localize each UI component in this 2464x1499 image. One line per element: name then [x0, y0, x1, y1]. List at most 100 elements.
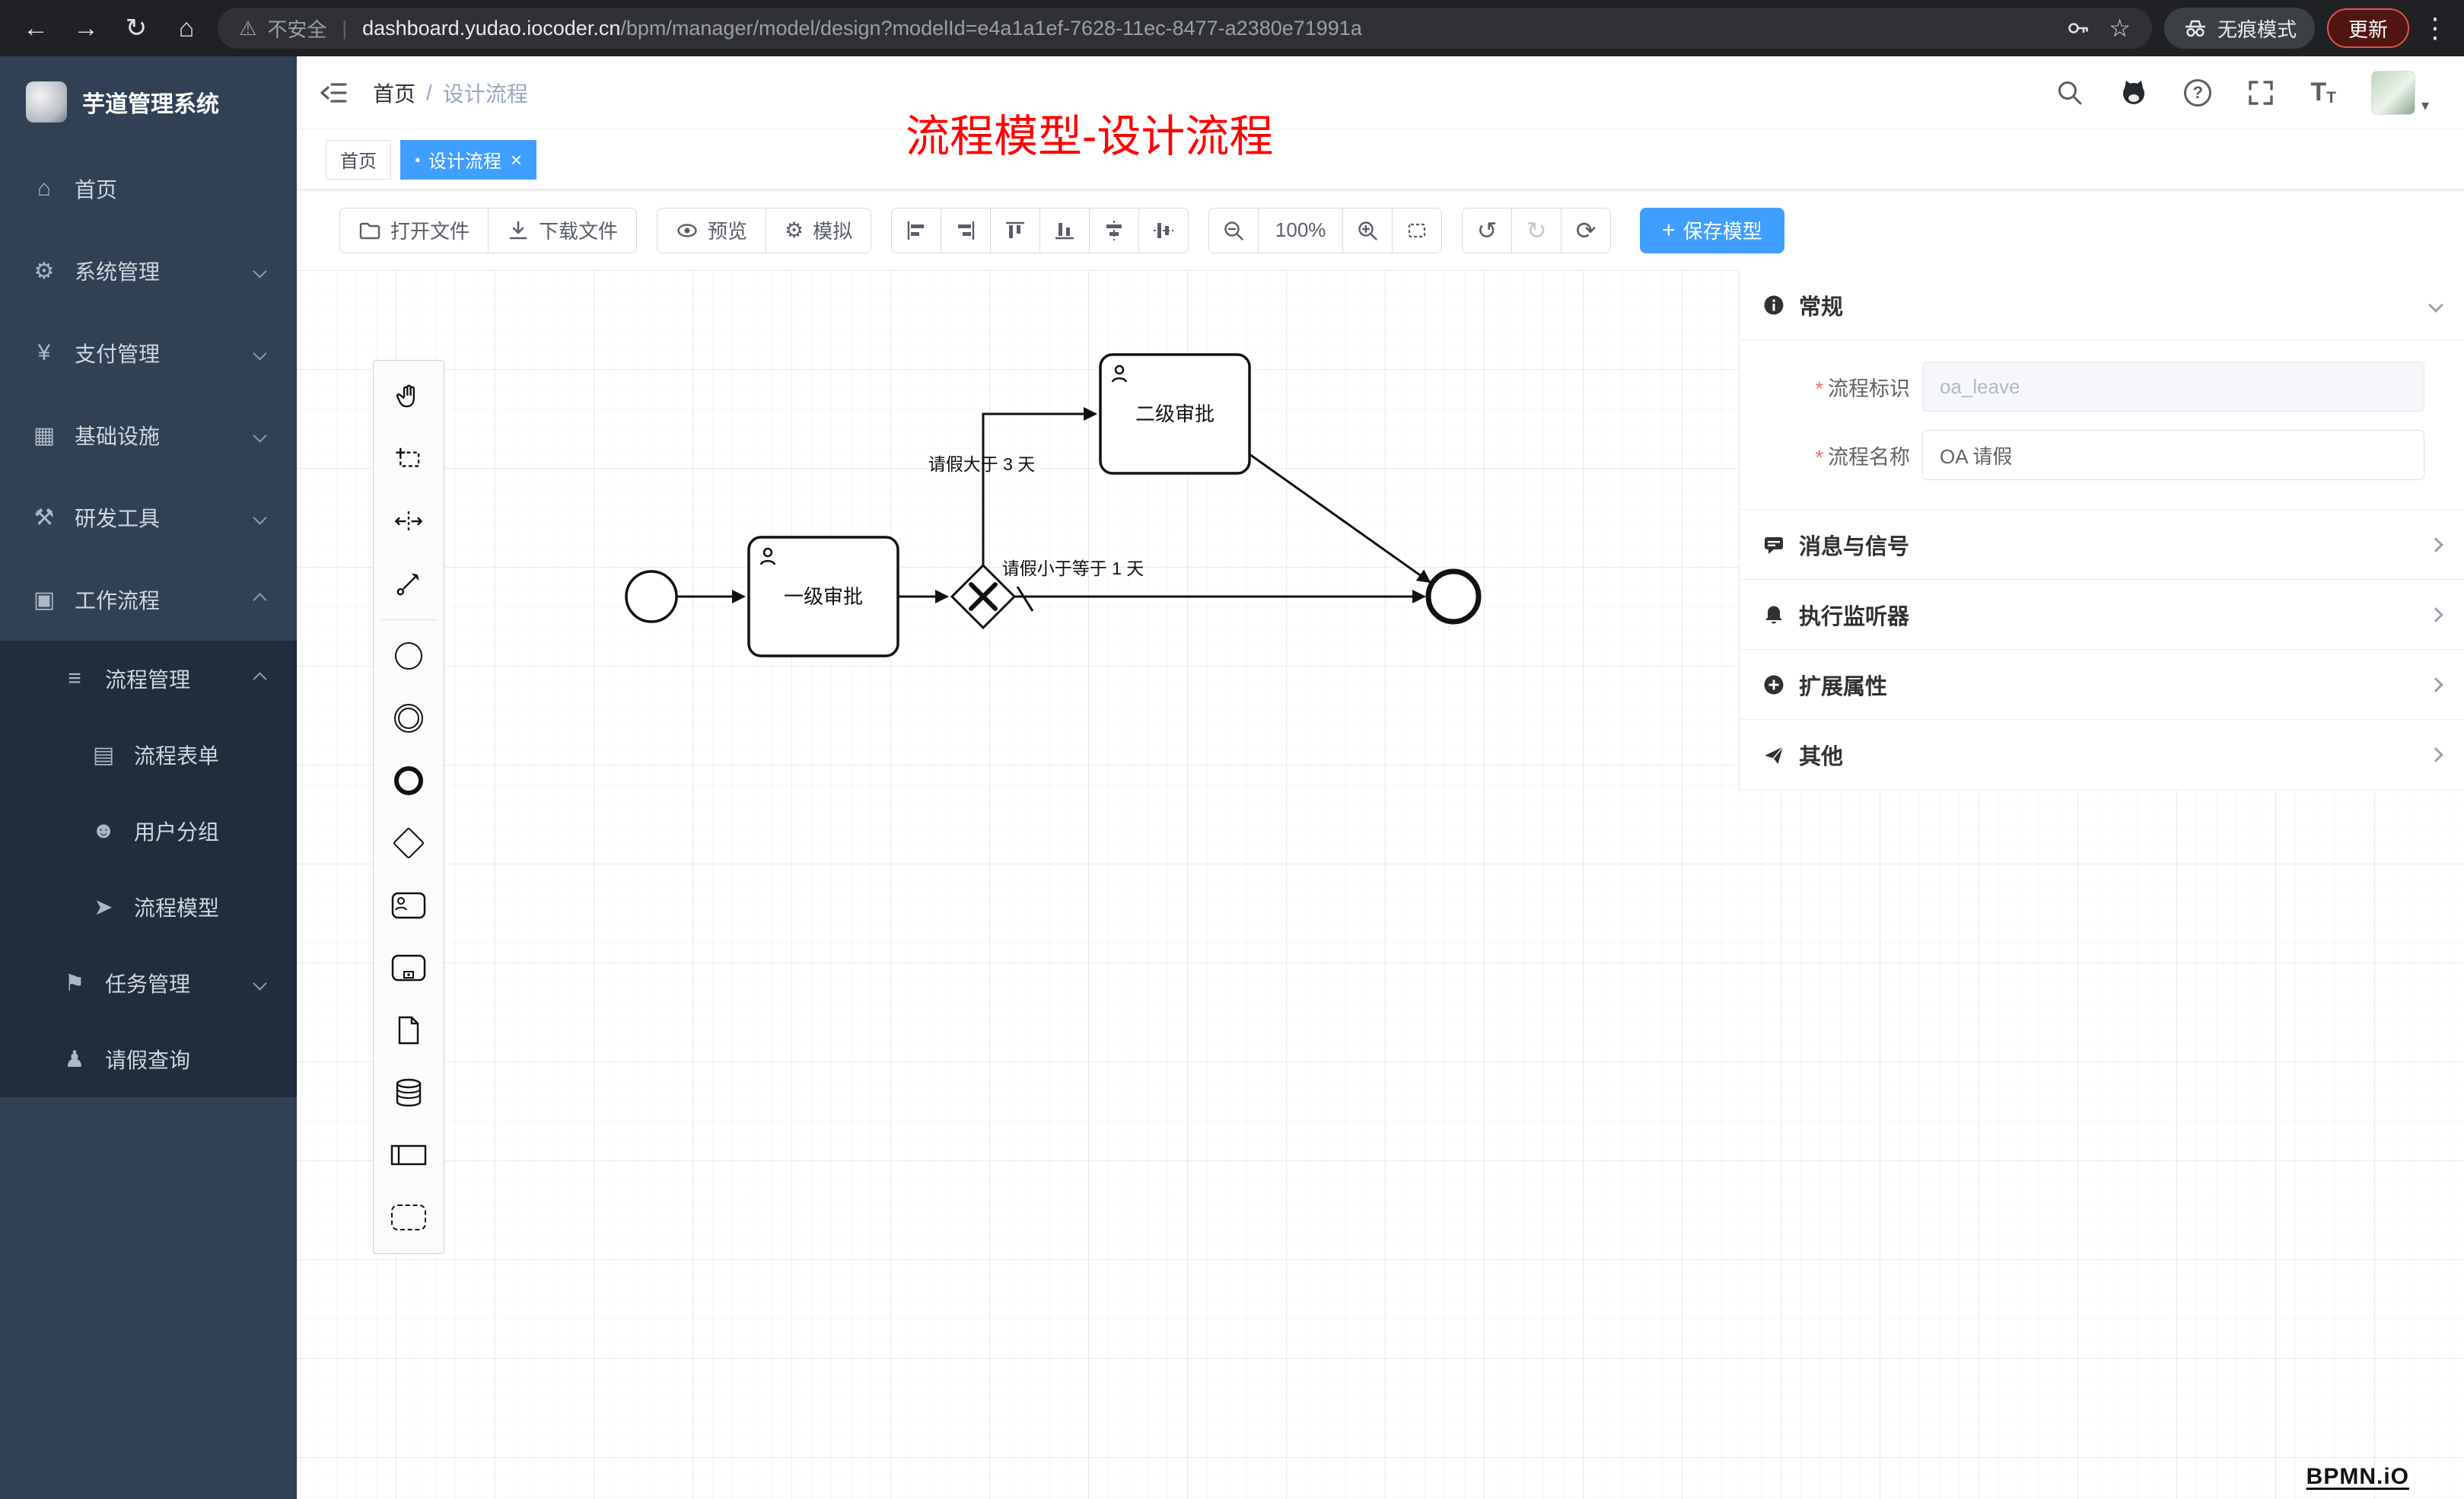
url-bar[interactable]: ⚠ 不安全 | dashboard.yudao.iocoder.cn/bpm/m… [218, 8, 2152, 49]
create-participant[interactable] [374, 1124, 444, 1186]
close-icon[interactable]: × [510, 148, 523, 171]
github-icon[interactable] [2119, 78, 2149, 108]
panel-section-extended-attributes[interactable]: 扩展属性 [1740, 650, 2464, 720]
subprocess-icon [391, 954, 426, 982]
end-event[interactable] [1425, 568, 1482, 625]
chevron-down-icon[interactable] [2428, 297, 2443, 313]
home-icon: ⌂ [37, 176, 52, 201]
lasso-tool[interactable] [374, 428, 444, 490]
sidebar-item-payment[interactable]: ¥ 支付管理 [0, 312, 297, 394]
connect-icon [396, 573, 419, 596]
create-start-event[interactable] [374, 625, 444, 687]
zoom-in-button[interactable] [1342, 207, 1393, 253]
start-event[interactable] [625, 570, 678, 623]
panel-section-general[interactable]: 常规 [1740, 270, 2464, 340]
flag-icon: ⚑ [64, 970, 85, 996]
align-bottom-button[interactable] [1039, 207, 1090, 253]
sidebar-item-leave-query[interactable]: ♟ 请假查询 [0, 1021, 297, 1097]
process-name-input[interactable] [1922, 430, 2424, 480]
align-center-horizontal-button[interactable] [1089, 207, 1140, 253]
flow-gateway-to-task2[interactable] [982, 407, 1097, 565]
undo-button[interactable]: ↺ [1462, 207, 1513, 253]
zoom-level[interactable]: 100% [1258, 207, 1344, 253]
hand-tool[interactable] [374, 365, 444, 428]
open-file-button[interactable]: 打开文件 [339, 207, 489, 253]
bpmn-canvas[interactable]: 一级审批 二级审批 请假大于 3 天 请假小于等于 1 天 [297, 270, 2464, 1499]
bookmark-star-icon[interactable]: ☆ [2109, 14, 2131, 42]
create-intermediate-event[interactable] [374, 687, 444, 750]
chevron-down-icon [253, 345, 267, 361]
sidebar-item-devtools[interactable]: ⚒ 研发工具 [0, 476, 297, 559]
align-top-button[interactable] [990, 207, 1041, 253]
sidebar-item-process-form[interactable]: ▤ 流程表单 [0, 717, 297, 793]
sidebar-item-home[interactable]: ⌂ 首页 [0, 148, 297, 230]
align-right-button[interactable] [941, 207, 992, 253]
reload-icon[interactable]: ↻ [125, 14, 148, 43]
redo-button[interactable]: ↻ [1511, 207, 1562, 253]
url-text[interactable]: dashboard.yudao.iocoder.cn/bpm/manager/m… [362, 16, 1362, 40]
create-data-object[interactable] [374, 999, 444, 1061]
panel-section-other[interactable]: 其他 [1740, 720, 2464, 790]
sidebar-item-task-management[interactable]: ⚑ 任务管理 [0, 945, 297, 1021]
chrome-update-button[interactable]: 更新 [2326, 8, 2409, 48]
task-second-approval[interactable] [1099, 353, 1251, 475]
sidebar-item-process-management[interactable]: ≡ 流程管理 [0, 641, 297, 717]
create-data-store[interactable] [374, 1061, 444, 1124]
sidebar-item-process-model[interactable]: ➤ 流程模型 [0, 869, 297, 945]
align-center-vertical-icon [1154, 222, 1174, 238]
tab-home[interactable]: 首页 [326, 139, 391, 180]
align-center-vertical-button[interactable] [1138, 207, 1189, 253]
user-menu[interactable]: ▾ [2370, 70, 2429, 115]
create-user-task[interactable] [374, 874, 444, 937]
tools-icon: ⚒ [33, 504, 55, 530]
forward-icon[interactable]: → [73, 13, 99, 43]
create-subprocess[interactable] [374, 937, 444, 999]
create-gateway[interactable] [374, 812, 444, 874]
help-icon[interactable]: ? [2184, 78, 2212, 107]
zoom-out-button[interactable] [1208, 207, 1259, 253]
back-icon[interactable]: ← [23, 13, 49, 43]
browser-menu-icon[interactable]: ⋮ [2421, 12, 2449, 43]
user-task-icon [391, 892, 426, 919]
person-icon: ♟ [64, 1046, 85, 1072]
process-key-input[interactable] [1922, 361, 2424, 412]
flow-task2-to-end[interactable] [1249, 453, 1431, 584]
zoom-out-icon [1224, 221, 1243, 240]
save-model-button[interactable]: + 保存模型 [1640, 207, 1784, 253]
bpmn-io-logo[interactable]: BPMN.iO [2306, 1464, 2409, 1489]
create-end-event[interactable] [374, 750, 444, 812]
sidebar-item-workflow[interactable]: ▣ 工作流程 [0, 559, 297, 641]
breadcrumb-home[interactable]: 首页 [373, 81, 416, 106]
fullscreen-icon[interactable] [2246, 78, 2275, 107]
space-tool[interactable] [374, 490, 444, 552]
home-icon[interactable]: ⌂ [178, 13, 195, 43]
tab-design-process[interactable]: ● 设计流程 × [400, 139, 537, 180]
intermediate-event-icon [394, 704, 423, 733]
security-label[interactable]: 不安全 [267, 18, 327, 41]
download-file-button[interactable]: 下载文件 [488, 207, 638, 253]
logo-avatar [26, 81, 67, 123]
avatar[interactable] [2370, 70, 2415, 115]
simulate-button[interactable]: ⚙ 模拟 [766, 207, 872, 253]
panel-section-message-signal[interactable]: 消息与信号 [1740, 510, 2464, 580]
space-tool-icon [394, 511, 423, 532]
search-icon[interactable] [2055, 78, 2084, 107]
panel-section-execution-listener[interactable]: 执行监听器 [1740, 580, 2464, 650]
align-left-button[interactable] [891, 207, 942, 253]
sidebar-item-infrastructure[interactable]: ▦ 基础设施 [0, 394, 297, 476]
sidebar-item-user-group[interactable]: ☻ 用户分组 [0, 793, 297, 869]
grid-icon: ▦ [33, 422, 56, 448]
create-group[interactable] [374, 1186, 444, 1249]
global-connect-tool[interactable] [374, 552, 444, 615]
task-first-approval[interactable] [747, 536, 899, 657]
app-logo[interactable]: 芋道管理系统 [0, 56, 297, 148]
sidebar-collapse-icon[interactable] [318, 76, 352, 110]
reset-zoom-button[interactable] [1392, 207, 1443, 253]
restart-button[interactable]: ⟳ [1561, 207, 1612, 253]
chevron-right-icon [2428, 606, 2443, 622]
sidebar-item-system[interactable]: ⚙ 系统管理 [0, 230, 297, 312]
key-icon[interactable] [2066, 15, 2092, 41]
designer-toolbar: 打开文件 下载文件 预览 ⚙ 模拟 [297, 190, 2464, 270]
preview-button[interactable]: 预览 [657, 207, 767, 253]
